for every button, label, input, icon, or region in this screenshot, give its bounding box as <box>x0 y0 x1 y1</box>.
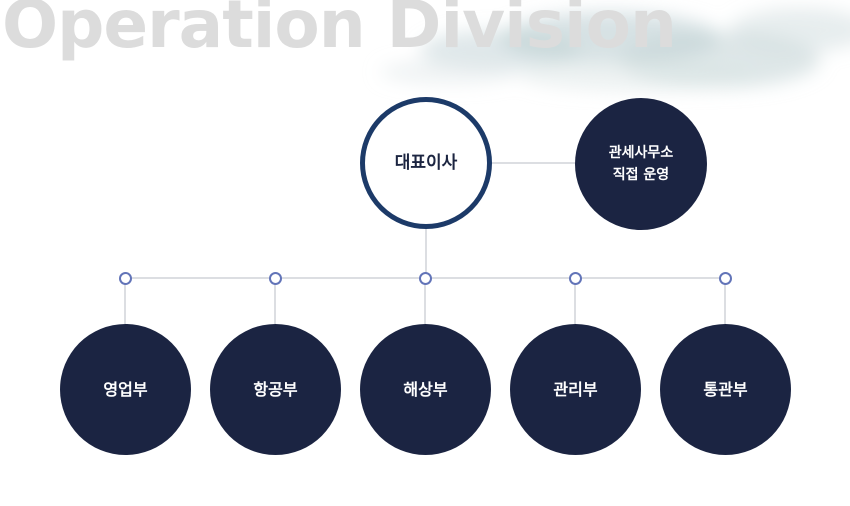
customs-office-label: 관세사무소 직접 운영 <box>608 145 674 183</box>
junction-dot <box>718 272 732 285</box>
cloud-background <box>380 8 850 91</box>
customs-office-node: 관세사무소 직접 운영 <box>575 98 707 230</box>
dept-node-ocean: 해상부 <box>360 324 491 455</box>
dept-label: 관리부 <box>553 379 598 399</box>
dept-node-sales: 영업부 <box>60 324 191 455</box>
dept-node-customs: 통관부 <box>660 324 791 455</box>
junction-dot <box>268 272 282 285</box>
junction-dot <box>568 272 582 285</box>
dept-node-management: 관리부 <box>510 324 641 455</box>
ceo-label: 대표이사 <box>394 153 458 173</box>
dept-label: 해상부 <box>403 379 448 399</box>
page-title: Operation Division <box>2 0 677 63</box>
dept-node-air: 항공부 <box>210 324 341 455</box>
dept-label: 항공부 <box>253 379 298 399</box>
junction-dot <box>118 272 132 285</box>
ceo-node: 대표이사 <box>360 97 492 229</box>
dept-label: 영업부 <box>103 379 148 399</box>
junction-dot <box>418 272 432 285</box>
dept-label: 통관부 <box>703 379 748 399</box>
